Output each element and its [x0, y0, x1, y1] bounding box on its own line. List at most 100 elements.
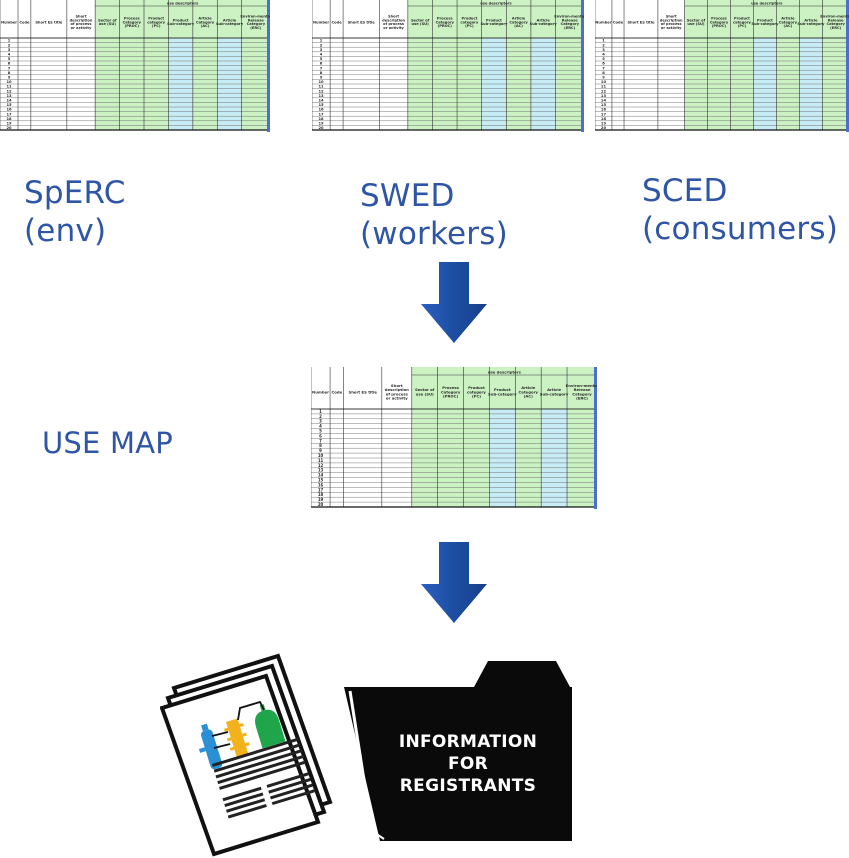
arrow-down-icon [421, 262, 487, 343]
row-number: 16 [601, 108, 607, 112]
table-header-text: (PC) [465, 24, 474, 28]
table-header-text: (AC) [514, 24, 523, 28]
row-number: 16 [6, 108, 12, 112]
use-descriptors-header: use descriptors [167, 2, 198, 6]
table-header-text: (AC) [524, 394, 533, 399]
table-header-text: Sector of [687, 18, 706, 22]
row-number: 17 [6, 112, 12, 116]
row-number: 8 [8, 71, 11, 75]
table-header-text: Product [734, 16, 750, 20]
table-header-text: (ERC) [564, 26, 576, 30]
table-header-text: (AC) [201, 24, 210, 28]
row-number: 2 [319, 414, 322, 419]
row-number: 10 [319, 80, 325, 84]
row-number: 12 [601, 89, 607, 93]
table-header-text: category [460, 20, 479, 24]
row-number: 2 [602, 43, 605, 47]
row-number: 13 [318, 468, 324, 473]
row-number: 9 [602, 75, 605, 79]
table-header-text: category [147, 20, 166, 24]
table-header-text: Sub-category [167, 22, 195, 26]
row-number: 9 [320, 75, 323, 79]
table-header-text: Number [313, 20, 329, 24]
row-number: 4 [319, 424, 322, 429]
table-header-text: Category [827, 22, 846, 26]
sperc-label: SpERC (env) [24, 175, 126, 249]
row-number: 16 [318, 482, 324, 487]
table-header-text: Release [562, 18, 578, 22]
table-header-text: Category [561, 22, 580, 26]
table-header-text: (PROC) [443, 394, 458, 399]
row-number: 20 [601, 126, 607, 130]
row-number: 10 [318, 453, 324, 458]
row-number: 13 [601, 94, 607, 98]
table-header-text: Short [388, 14, 399, 18]
table-header-text: Process [711, 16, 727, 20]
table-header-text: Process [437, 16, 453, 20]
swed-label: SWED (workers) [360, 178, 508, 252]
table-header-text: Category [247, 22, 266, 26]
table-header-text: (PROC) [712, 24, 727, 28]
use-map-label: USE MAP [42, 426, 173, 460]
folder-line-3: REGISTRANTS [399, 776, 537, 796]
table-header-text: Environ-mental [566, 383, 597, 388]
table-header-text: Number [595, 20, 611, 24]
table-header-text: Environ-mental [554, 14, 584, 18]
row-number: 14 [601, 98, 607, 102]
table-header-text: Category [436, 20, 455, 24]
folder-line-2: FOR [447, 754, 489, 774]
table-header-text: Sub-category [540, 391, 569, 396]
row-number: 4 [320, 52, 323, 56]
row-number: 15 [601, 103, 607, 107]
table-header-text: Product [494, 387, 511, 392]
row-number: 19 [6, 121, 12, 125]
table-header-text: Code [19, 20, 30, 24]
row-number: 18 [6, 117, 12, 121]
use-descriptors-header: use descriptors [488, 370, 522, 375]
row-number: 2 [320, 43, 323, 47]
row-number: 15 [6, 103, 12, 107]
table-header-text: Article [512, 16, 526, 20]
row-number: 17 [601, 112, 607, 116]
table-header-text: Sector of [98, 18, 117, 22]
row-number: 14 [318, 473, 324, 478]
table-header-text: of process [386, 391, 409, 396]
row-number: 8 [319, 443, 322, 448]
row-number: 12 [6, 89, 12, 93]
table-header-text: Environ-mental [240, 14, 270, 18]
row-number: 12 [318, 463, 324, 468]
table-header-text: Product [757, 18, 773, 22]
table-header-text: description [382, 18, 405, 22]
table-header-text: Sub-category [797, 22, 825, 26]
row-number: 18 [319, 117, 325, 121]
table-header-text: or activity [383, 26, 404, 30]
table-header-text: Article [547, 387, 561, 392]
table-header-text: Category [123, 20, 142, 24]
row-number: 11 [6, 85, 12, 89]
row-number: 18 [318, 492, 324, 497]
document-stack-icon [160, 653, 333, 857]
row-number: 13 [319, 94, 325, 98]
row-number: 8 [602, 71, 605, 75]
folder-icon: INFORMATION FOR REGISTRANTS [344, 661, 572, 845]
row-number: 3 [8, 48, 11, 52]
row-number: 5 [8, 57, 11, 61]
table-header-text: use (SU) [416, 391, 434, 396]
table-header-text: Short ES title [348, 389, 377, 394]
row-number: 19 [318, 497, 324, 502]
table-header-text: (ERC) [250, 26, 262, 30]
table-header-text: Sector of [411, 18, 430, 22]
table-header-text: Product [461, 16, 477, 20]
row-number: 10 [601, 80, 607, 84]
table-header-text: (PC) [738, 24, 747, 28]
table-header-text: Sub-category [480, 22, 508, 26]
row-number: 16 [319, 108, 325, 112]
table-header-text: Article [223, 18, 237, 22]
row-number: 19 [601, 121, 607, 125]
row-number: 15 [319, 103, 325, 107]
table-header-text: (PC) [152, 24, 161, 28]
row-number: 6 [320, 62, 323, 66]
